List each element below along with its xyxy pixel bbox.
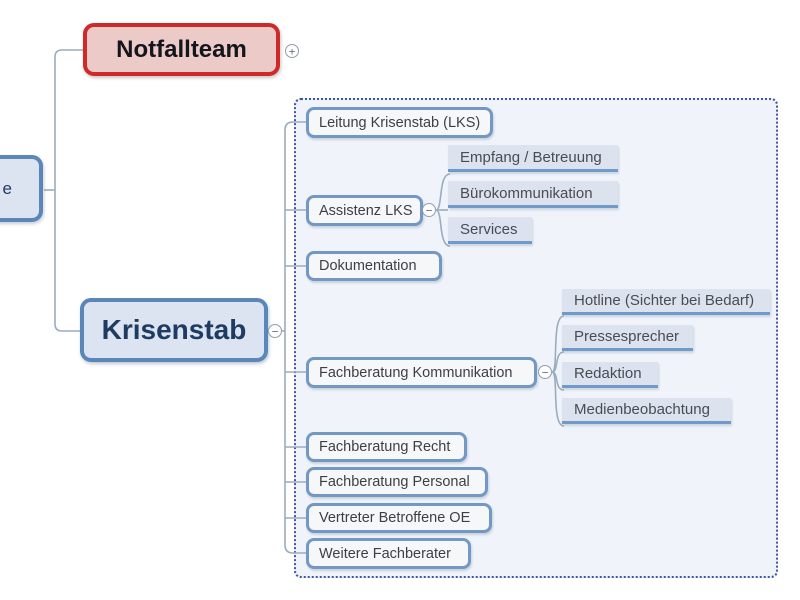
topic-dokumentation[interactable]: Dokumentation [306, 251, 442, 281]
subtopic-redaktion[interactable]: Redaktion [562, 362, 658, 388]
root-topic-partial[interactable]: e [0, 155, 43, 222]
topic-fachberatung-recht[interactable]: Fachberatung Recht [306, 432, 467, 462]
topic-krisenstab[interactable]: Krisenstab [80, 298, 268, 362]
topic-leitung-krisenstab-lks[interactable]: Leitung Krisenstab (LKS) [306, 107, 493, 138]
topic-vertreter-betroffene-oe[interactable]: Vertreter Betroffene OE [306, 503, 492, 533]
minus-icon-assistenz-lks[interactable]: − [422, 203, 436, 217]
subtopic-medienbeobachtung[interactable]: Medienbeobachtung [562, 398, 731, 424]
subtopic-buerokommunikation[interactable]: Bürokommunikation [448, 181, 618, 208]
topic-weitere-fachberater[interactable]: Weitere Fachberater [306, 538, 471, 569]
topic-fachberatung-kommunikation[interactable]: Fachberatung Kommunikation [306, 357, 537, 388]
subtopic-hotline-sichter-bei-bedarf[interactable]: Hotline (Sichter bei Bedarf) [562, 289, 770, 315]
krisenstab-group-boundary [294, 98, 778, 578]
topic-fachberatung-personal[interactable]: Fachberatung Personal [306, 467, 488, 497]
minus-icon-krisenstab[interactable]: − [268, 324, 282, 338]
subtopic-pressesprecher[interactable]: Pressesprecher [562, 325, 693, 351]
subtopic-services[interactable]: Services [448, 217, 532, 244]
topic-notfallteam[interactable]: Notfallteam [83, 23, 280, 76]
topic-assistenz-lks[interactable]: Assistenz LKS [306, 195, 423, 226]
subtopic-empfang-betreuung[interactable]: Empfang / Betreuung [448, 145, 618, 172]
plus-icon-notfallteam[interactable]: + [285, 44, 299, 58]
minus-icon-fachberatung-kommunikation[interactable]: − [538, 365, 552, 379]
